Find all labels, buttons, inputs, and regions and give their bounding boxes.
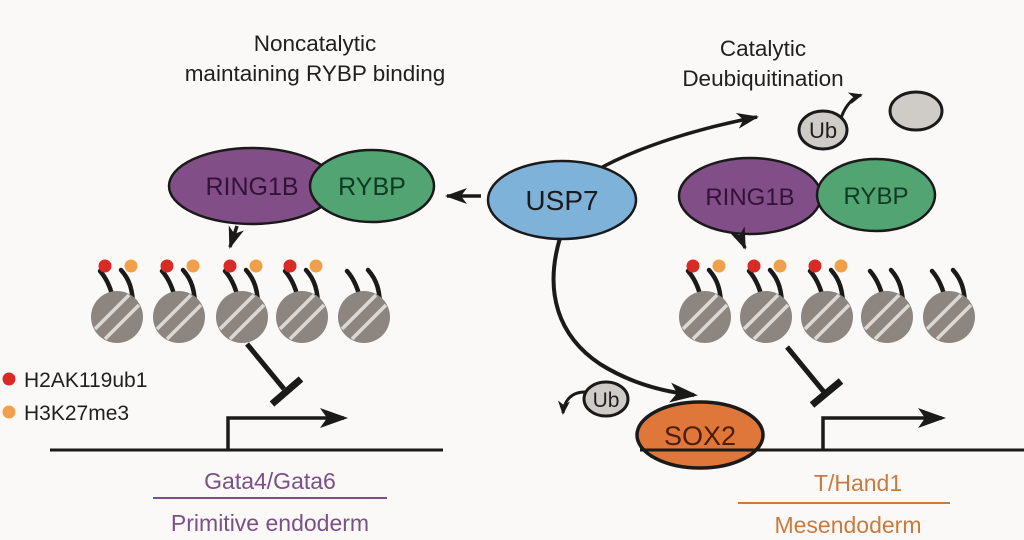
- nucleosome-core: [801, 291, 853, 343]
- h3k27me3-mark: [834, 259, 848, 273]
- nucleosome-core: [338, 291, 390, 343]
- h3k27me3-mark: [773, 259, 787, 273]
- h2ak119ub1-mark: [98, 259, 112, 273]
- nucleosome-core: [679, 291, 731, 343]
- promoter-arrow-right: [821, 408, 946, 450]
- ring1b-right-label: RING1B: [705, 184, 794, 211]
- hatch-line: [873, 303, 911, 341]
- promoter-arrow-left: [226, 408, 348, 450]
- usp7-to-sox2-arrow: [551, 237, 698, 403]
- nucleosome-core: [740, 291, 792, 343]
- gene-label-left: Gata4/Gata6: [204, 468, 336, 494]
- nucleosome: [740, 259, 792, 343]
- usp7-deubiquitination-arrow: [596, 112, 759, 172]
- hatch-line: [93, 293, 131, 331]
- h2ak119ub1-mark: [160, 259, 174, 273]
- legend-h2ak119ub1-label: H2AK119ub1: [24, 369, 147, 392]
- hatch-line: [103, 303, 141, 341]
- nucleosome-rows: [91, 259, 975, 343]
- hatch-line: [350, 303, 388, 341]
- nucleosome: [801, 259, 853, 343]
- ring1b-right-to-nucleosome-arrow: [729, 226, 747, 250]
- rybp-right-label: RYBP: [844, 183, 909, 210]
- ub-circle-bottom: [582, 380, 630, 418]
- legend: H2AK119ub1 H3K27me3: [2, 369, 147, 425]
- hatch-line: [691, 303, 729, 341]
- h2ak119ub1-mark: [283, 259, 297, 273]
- h3k27me3-mark: [309, 259, 323, 273]
- h2ak119ub1-mark: [808, 259, 822, 273]
- nucleosome: [276, 259, 328, 343]
- h2ak119ub1-mark: [747, 259, 761, 273]
- hatch-line: [155, 293, 193, 331]
- hatch-line: [340, 293, 378, 331]
- rybp-left-ellipse: [308, 148, 436, 224]
- repression-tbar-right: [785, 345, 844, 408]
- repression-tbar-left: [245, 342, 304, 407]
- nucleosome: [338, 267, 390, 343]
- hatch-line: [863, 293, 901, 331]
- hatch-line: [165, 303, 203, 341]
- nucleosome-core: [91, 291, 143, 343]
- lineage-label-right: Mesendoderm: [774, 512, 921, 538]
- ub-circle-top: [797, 109, 849, 151]
- hatch-line: [742, 293, 780, 331]
- nucleosome-core: [153, 291, 205, 343]
- legend-h3k27me3-label: H3K27me3: [24, 402, 129, 425]
- hatch-line: [218, 293, 256, 331]
- hatch-line: [228, 303, 266, 341]
- hatch-line: [752, 303, 790, 341]
- nucleosome: [153, 259, 205, 343]
- ub-release-arrow-bottom: [558, 390, 586, 415]
- ub-label-bottom: Ub: [593, 389, 620, 412]
- left-title-line2: maintaining RYBP binding: [185, 61, 446, 86]
- free-ubiquitin-circle: [888, 90, 944, 132]
- nucleosome: [91, 259, 143, 343]
- right-title-line2: Deubiquitination: [682, 66, 843, 91]
- nucleosome-core: [216, 291, 268, 343]
- rybp-left-label: RYBP: [338, 173, 406, 201]
- hatch-line: [935, 303, 973, 341]
- hatch-line: [803, 293, 841, 331]
- nucleosome: [923, 267, 975, 343]
- hatch-line: [288, 303, 326, 341]
- hatch-line: [925, 293, 963, 331]
- nucleosome: [216, 259, 268, 343]
- hatch-line: [813, 303, 851, 341]
- ub-label-top: Ub: [809, 118, 837, 143]
- h3k27me3-mark: [186, 259, 200, 273]
- h2ak119ub1-mark: [223, 259, 237, 273]
- h3k27me3-mark: [249, 259, 263, 273]
- h3k27me3-mark: [712, 259, 726, 273]
- nucleosome: [861, 267, 913, 343]
- right-title-line1: Catalytic: [720, 36, 806, 61]
- hatch-line: [278, 293, 316, 331]
- legend-h3k27me3-dot: [2, 405, 16, 419]
- nucleosome-core: [276, 291, 328, 343]
- sox2-label: SOX2: [664, 421, 736, 451]
- rybp-right-ellipse: [815, 157, 937, 233]
- h2ak119ub1-mark: [686, 259, 700, 273]
- gene-label-right: T/Hand1: [814, 470, 902, 496]
- usp7-label: USP7: [525, 185, 598, 216]
- ring1b-left-to-nucleosome-arrow: [228, 225, 244, 249]
- nucleosome-core: [861, 291, 913, 343]
- lineage-label-left: Primitive endoderm: [171, 510, 369, 536]
- h3k27me3-mark: [124, 259, 138, 273]
- ring1b-left-label: RING1B: [205, 173, 298, 201]
- usp7-ellipse: [486, 159, 638, 241]
- hatch-line: [681, 293, 719, 331]
- nucleosome: [679, 259, 731, 343]
- legend-h2ak119ub1-dot: [2, 372, 16, 386]
- left-title-line1: Noncatalytic: [254, 31, 377, 56]
- ub-release-arrow-top: [839, 92, 863, 119]
- nucleosome-core: [923, 291, 975, 343]
